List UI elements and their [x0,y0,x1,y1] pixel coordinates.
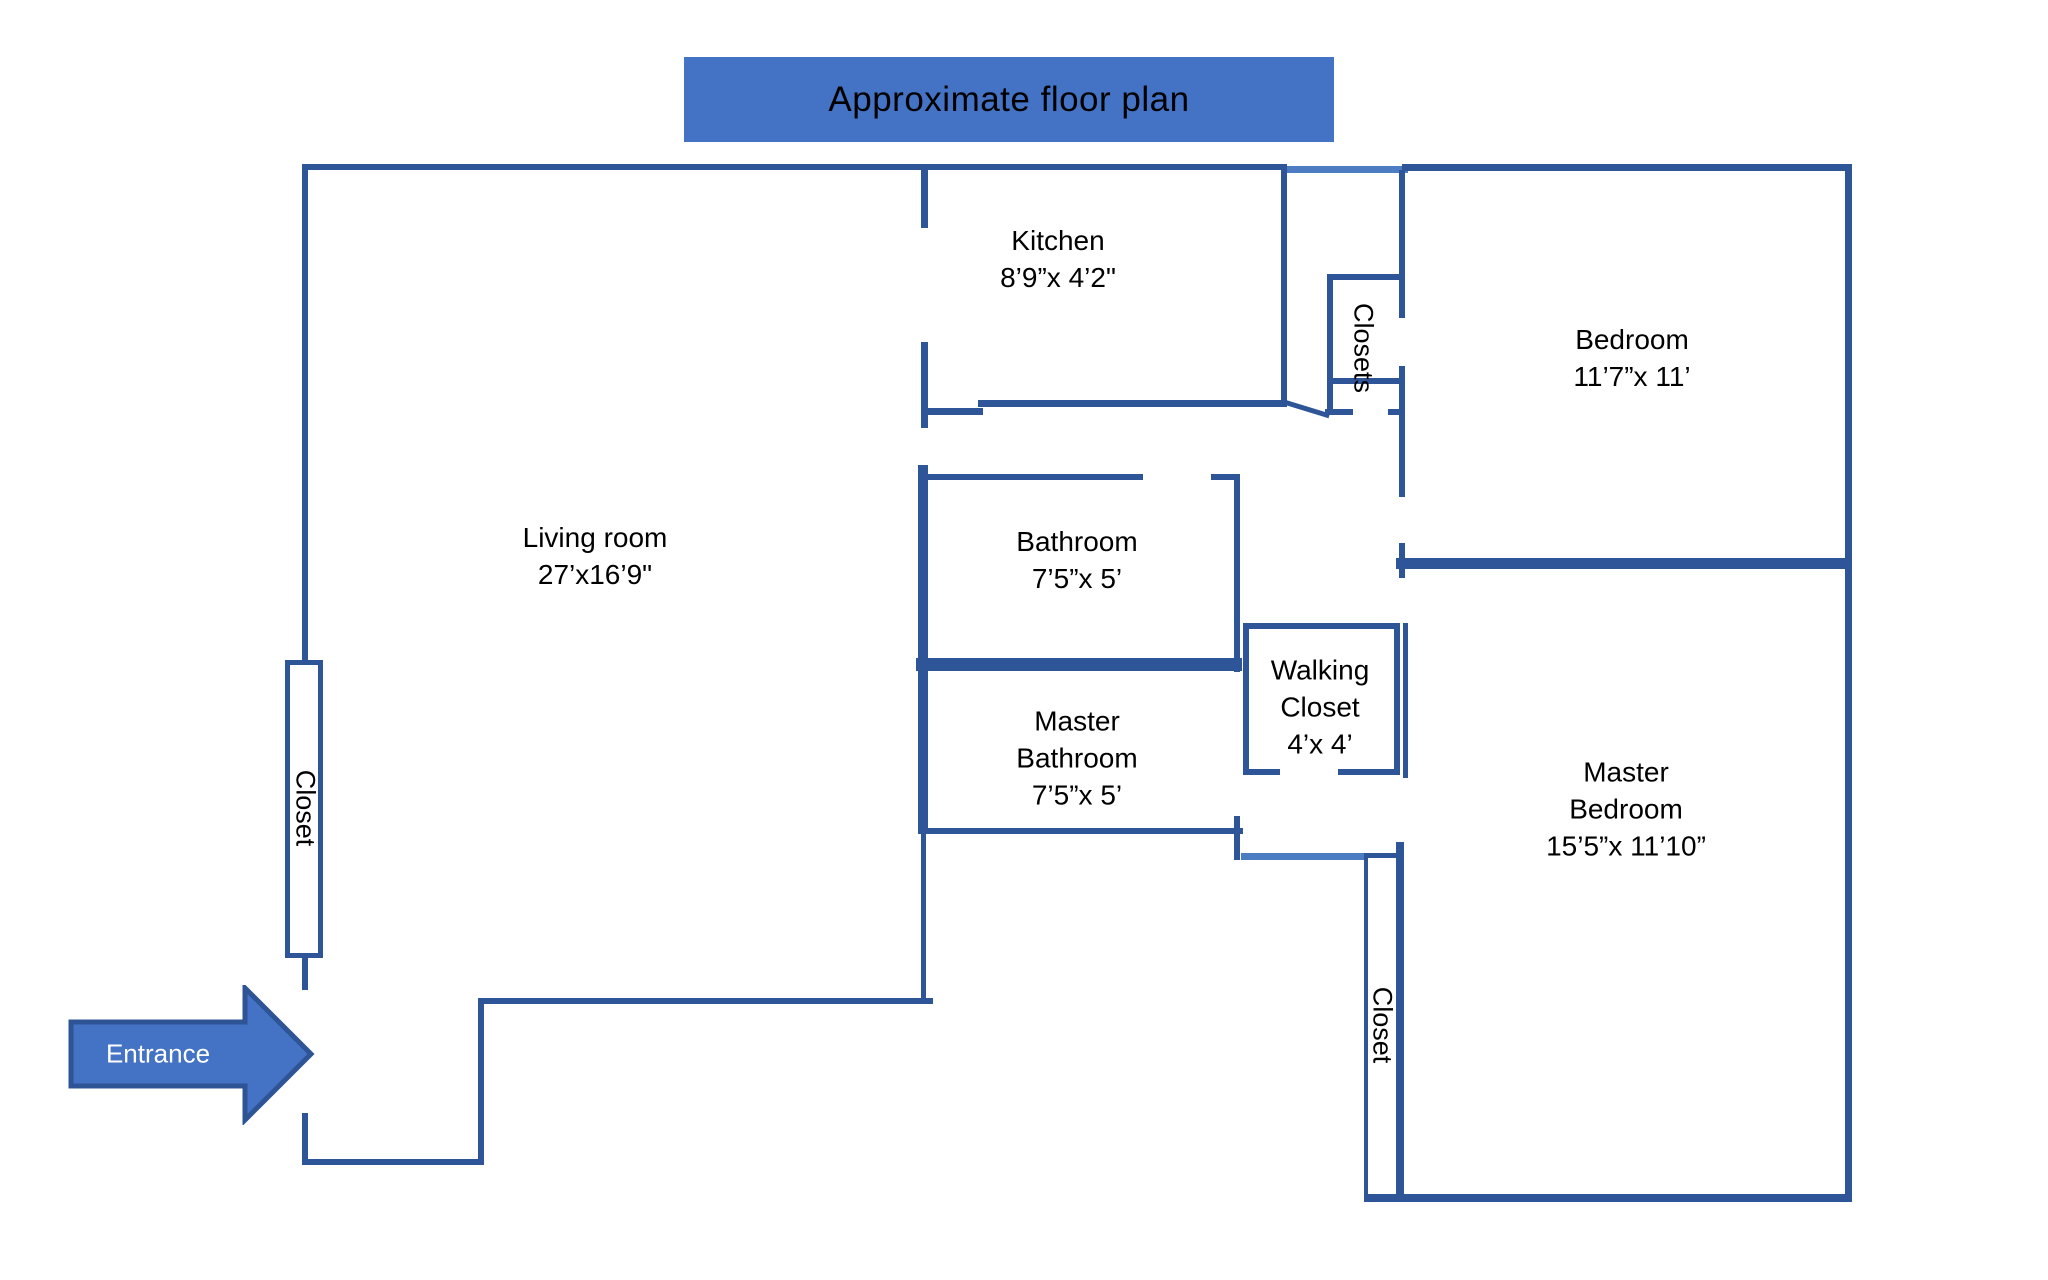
page-title: Approximate floor plan [828,79,1190,119]
room-label-bathroom: Bathroom 7’5”x 5’ [1016,523,1137,597]
wall-hall-stub [1234,816,1240,860]
room-name: Bedroom [1575,324,1689,355]
room-name: Walking Closet [1270,654,1370,723]
wall-kitchen-bottom-jog [921,408,983,415]
entrance-label: Entrance [105,1038,211,1069]
wall-masterbath-bottom [918,828,1243,834]
wall-hall-light [1241,853,1366,860]
room-label-bedroom: Bedroom 11’7”x 11’ [1573,321,1690,395]
entry-closet-box [285,660,323,958]
wall-bathroom-top-right [1211,474,1240,480]
wall-bedroom-right [1845,164,1852,570]
room-label-living-room: Living room 27’x16’9" [523,519,668,593]
wall-bedroom-left-mid [1399,366,1405,497]
room-dims: 7’5”x 5’ [1031,779,1123,811]
entrance-arrow [68,985,315,1125]
closet-label-master: Closet [1367,986,1398,1064]
wall-bathroom-top [918,474,1143,480]
wall-mbr-closet-right [1396,842,1404,1197]
wall-closets-left [1327,274,1333,415]
room-name: Master Bedroom [1569,756,1683,825]
wall-bedroom-left-upper [1399,170,1405,318]
room-label-walking-closet: Walking Closet 4’x 4’ [1238,652,1403,763]
wall-closets-bottom-stub [1325,409,1353,415]
wall-living-bottom [478,998,933,1004]
wall-living-kitchen-lower [921,342,928,428]
wall-closets-bottom-right-stub [1388,409,1402,415]
room-dims: 4’x 4’ [1287,728,1353,760]
wall-kitchen-right [1281,164,1287,406]
wall-bedroom-top [1402,164,1852,171]
wall-kitchen-bottom [978,400,1287,407]
room-dims: 11’7”x 11’ [1573,361,1691,392]
wall-closets-shelf [1330,378,1402,384]
wall-bedroom-bottom [1396,558,1852,569]
wall-mbr-closet-top [1364,853,1396,858]
room-name: Master Bathroom [1016,705,1138,774]
wall-bath-divider [916,658,1242,671]
closet-label-bedroom: Closets [1348,302,1379,394]
wall-wc-bottom-left [1247,769,1280,775]
wall-mbr-bottom [1364,1194,1852,1202]
room-dims: 27’x16’9" [537,559,653,590]
wall-step-bottom [302,1159,484,1165]
wall-masterbath-left-lower [921,834,926,1002]
wall-step-left [302,1113,308,1165]
wall-wc-bottom-right [1338,769,1400,775]
wall-top [302,164,1287,170]
wall-step-right [478,998,484,1165]
kitchen-door-swing [1284,400,1330,419]
wall-top-connector [1287,166,1408,173]
wall-living-kitchen-upper [921,164,928,228]
wall-masterbath-left [918,671,928,834]
wall-closets-top [1327,274,1405,280]
room-label-master-bathroom: Master Bathroom 7’5”x 5’ [995,703,1160,814]
walking-closet-box [1243,623,1400,775]
wall-bathroom-right [1234,474,1240,672]
wall-left-upper [302,164,308,660]
wall-mbr-closet-left [1364,853,1368,1197]
wall-bathroom-left [918,465,928,676]
room-name: Bathroom [1016,526,1138,557]
room-label-master-bedroom: Master Bedroom 15’5”x 11’10” [1544,754,1709,865]
room-dims: 8’9”x 4’2" [1000,262,1116,293]
room-dims: 15’5”x 11’10” [1546,830,1706,862]
closet-label-entry: Closet [290,769,321,847]
title-box: Approximate floor plan [684,57,1334,142]
room-name: Kitchen [1011,225,1105,256]
wall-left-stub [302,958,308,990]
room-label-kitchen: Kitchen 8’9”x 4’2" [1000,222,1116,296]
room-name: Living room [522,522,668,553]
wall-wc-right-double [1403,623,1408,778]
room-dims: 7’5”x 5’ [1031,563,1123,594]
wall-mbr-right [1845,569,1852,1202]
